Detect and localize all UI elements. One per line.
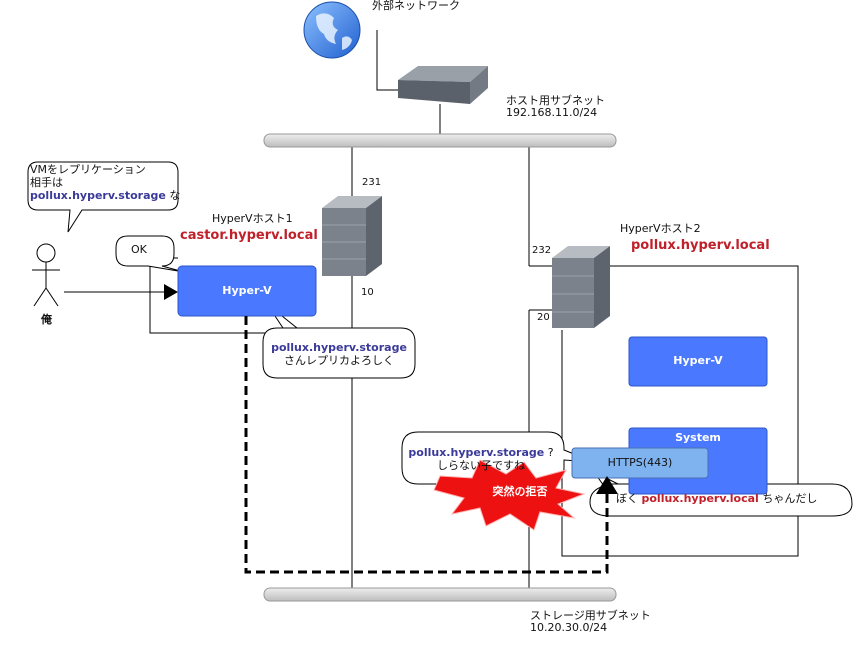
host2-ip-host: 232 — [532, 245, 552, 256]
host2-fqdn: pollux.hyperv.local — [631, 238, 770, 253]
self-prefix: ぼく — [616, 492, 642, 505]
external-network-label: 外部ネットワーク — [372, 0, 460, 12]
host1-title: HyperVホスト1 — [212, 212, 293, 225]
request-target: pollux.hyperv.storage — [271, 341, 407, 354]
unknown-line2: しらない子ですね — [437, 459, 525, 473]
server-icon-host1 — [322, 196, 382, 276]
host1-ip-host: 231 — [362, 177, 382, 188]
host2-ip-storage: 20 — [537, 312, 550, 323]
ok-bubble — [115, 235, 185, 273]
self-suffix: ちゃんだし — [758, 492, 818, 505]
rejection-burst-icon — [433, 459, 586, 531]
host-subnet-label: ホスト用サブネット — [506, 94, 605, 107]
user-speech-suffix: な — [165, 189, 181, 203]
router-icon — [398, 66, 488, 104]
storage-subnet-bar — [263, 587, 617, 602]
request-bubble — [262, 303, 416, 379]
unknown-text: pollux.hyperv.storage ? しらない子ですね — [406, 446, 556, 472]
user-arrow-head — [164, 284, 178, 300]
storage-subnet-cidr: 10.20.30.0/24 — [530, 621, 608, 634]
user-speech-line2: 相手は — [30, 176, 63, 190]
unknown-q: ? — [544, 446, 554, 459]
https-label: HTTPS(443) — [607, 456, 673, 469]
user-figure-icon — [32, 243, 60, 307]
user-speech-line1: VMをレプリケーション — [30, 163, 146, 176]
host-subnet-cidr: 192.168.11.0/24 — [506, 106, 598, 119]
replication-arrow-head — [596, 476, 618, 494]
user-speech-text: VMをレプリケーション 相手は pollux.hyperv.storage な — [30, 163, 180, 203]
host1-ip-storage: 10 — [361, 287, 374, 298]
self-name: pollux.hyperv.local — [641, 492, 759, 505]
request-line: さんレプリカよろしく — [284, 354, 394, 368]
user-speech-target: pollux.hyperv.storage — [30, 189, 166, 203]
user-speech-bubble — [27, 161, 179, 233]
hyperv-box-host2 — [628, 336, 768, 387]
https-box — [571, 447, 709, 479]
user-label: 俺 — [41, 313, 52, 326]
user-speech-line3: pollux.hyperv.storage な — [30, 189, 180, 202]
hyperv-label-host1: Hyper-V — [222, 284, 272, 297]
replication-path — [244, 316, 609, 574]
host-subnet-bar — [263, 133, 617, 148]
host1-fqdn: castor.hyperv.local — [180, 228, 318, 243]
hyperv-label-host2: Hyper-V — [673, 354, 723, 367]
host2-title: HyperVホスト2 — [620, 222, 701, 235]
storage-subnet-label: ストレージ用サブネット — [530, 609, 651, 622]
globe-icon — [303, 1, 361, 59]
request-text: pollux.hyperv.storage さんレプリカよろしく — [264, 341, 414, 367]
system-label-host2: System — [675, 431, 721, 444]
self-text: ぼく pollux.hyperv.local ちゃんだし — [616, 492, 817, 505]
server-icon-host2 — [552, 246, 610, 328]
rejection-text: 突然の拒否 — [492, 485, 548, 498]
unknown-target: pollux.hyperv.storage — [408, 446, 545, 459]
ok-text: OK — [131, 243, 147, 256]
unknown-line1: pollux.hyperv.storage ? — [406, 446, 556, 459]
